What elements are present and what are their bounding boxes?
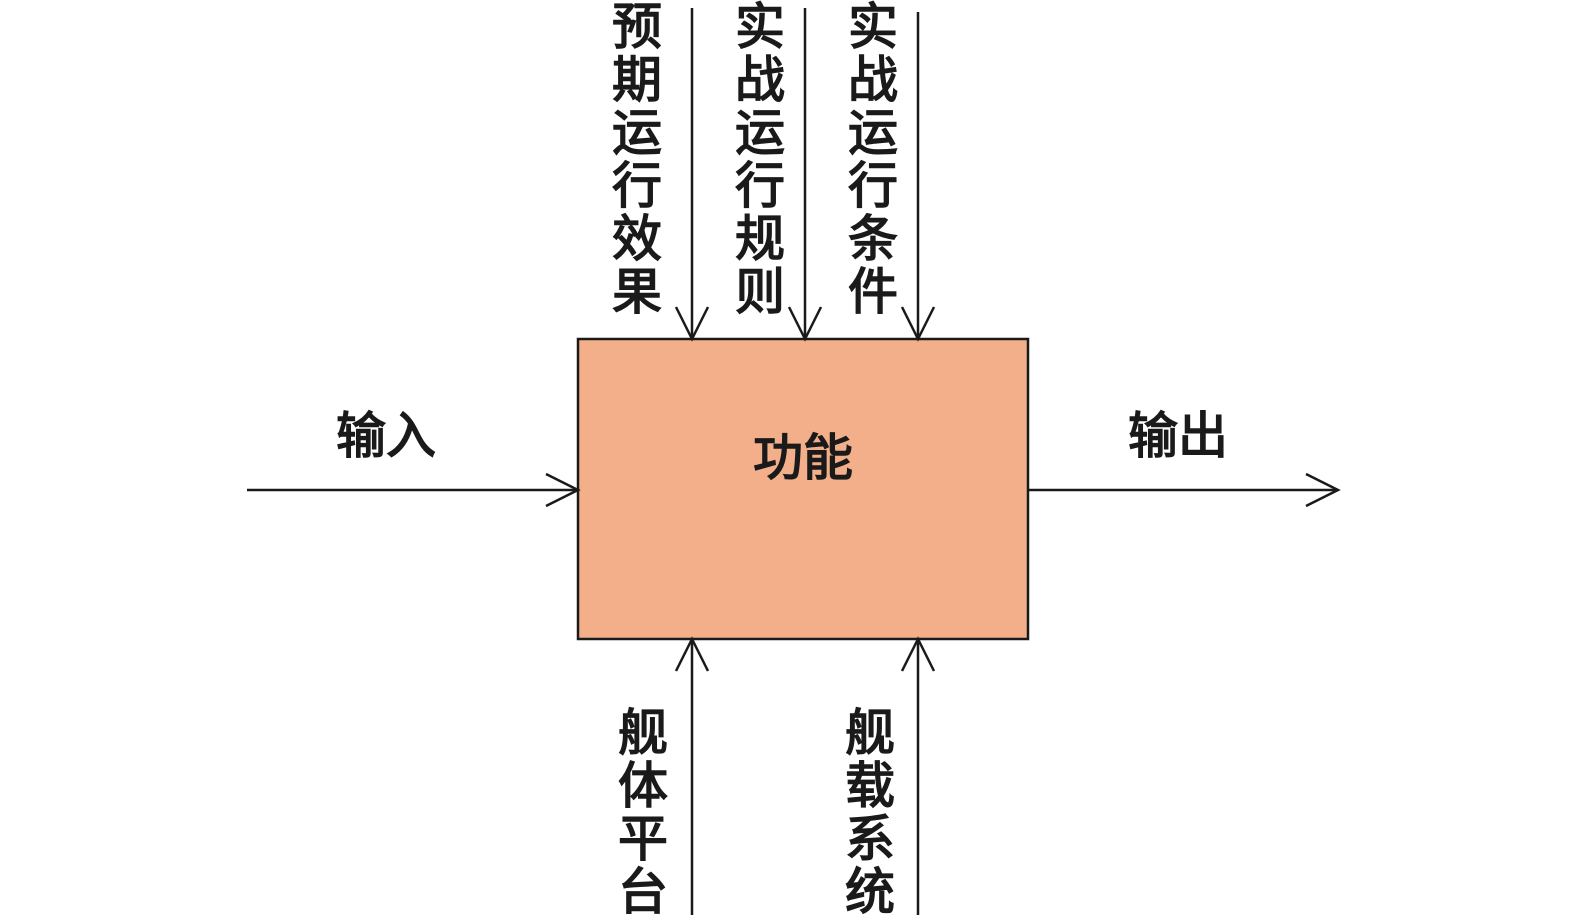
mechanism-arrow-shipborne-system: [900, 636, 936, 915]
control-label-expected-effect: 预期运行效果: [612, 0, 662, 321]
control-label-operation-rules: 实战运行规则: [735, 0, 785, 321]
function-label: 功能: [753, 428, 853, 487]
output-arrow: [1028, 472, 1341, 508]
control-arrow-expected-effect: [674, 8, 710, 342]
mechanism-label-shipborne-system: 舰载系统: [845, 703, 895, 920]
mechanism-label-hull-platform: 舰体平台: [618, 703, 668, 920]
control-arrow-operation-rules: [787, 8, 823, 342]
output-label: 输出: [1128, 406, 1228, 465]
function-box: [576, 337, 1030, 641]
control-arrow-operation-conditions: [900, 12, 936, 342]
mechanism-arrow-hull-platform: [674, 636, 710, 915]
input-arrow: [247, 472, 581, 508]
control-label-operation-conditions: 实战运行条件: [848, 0, 898, 321]
input-label: 输入: [336, 406, 436, 465]
